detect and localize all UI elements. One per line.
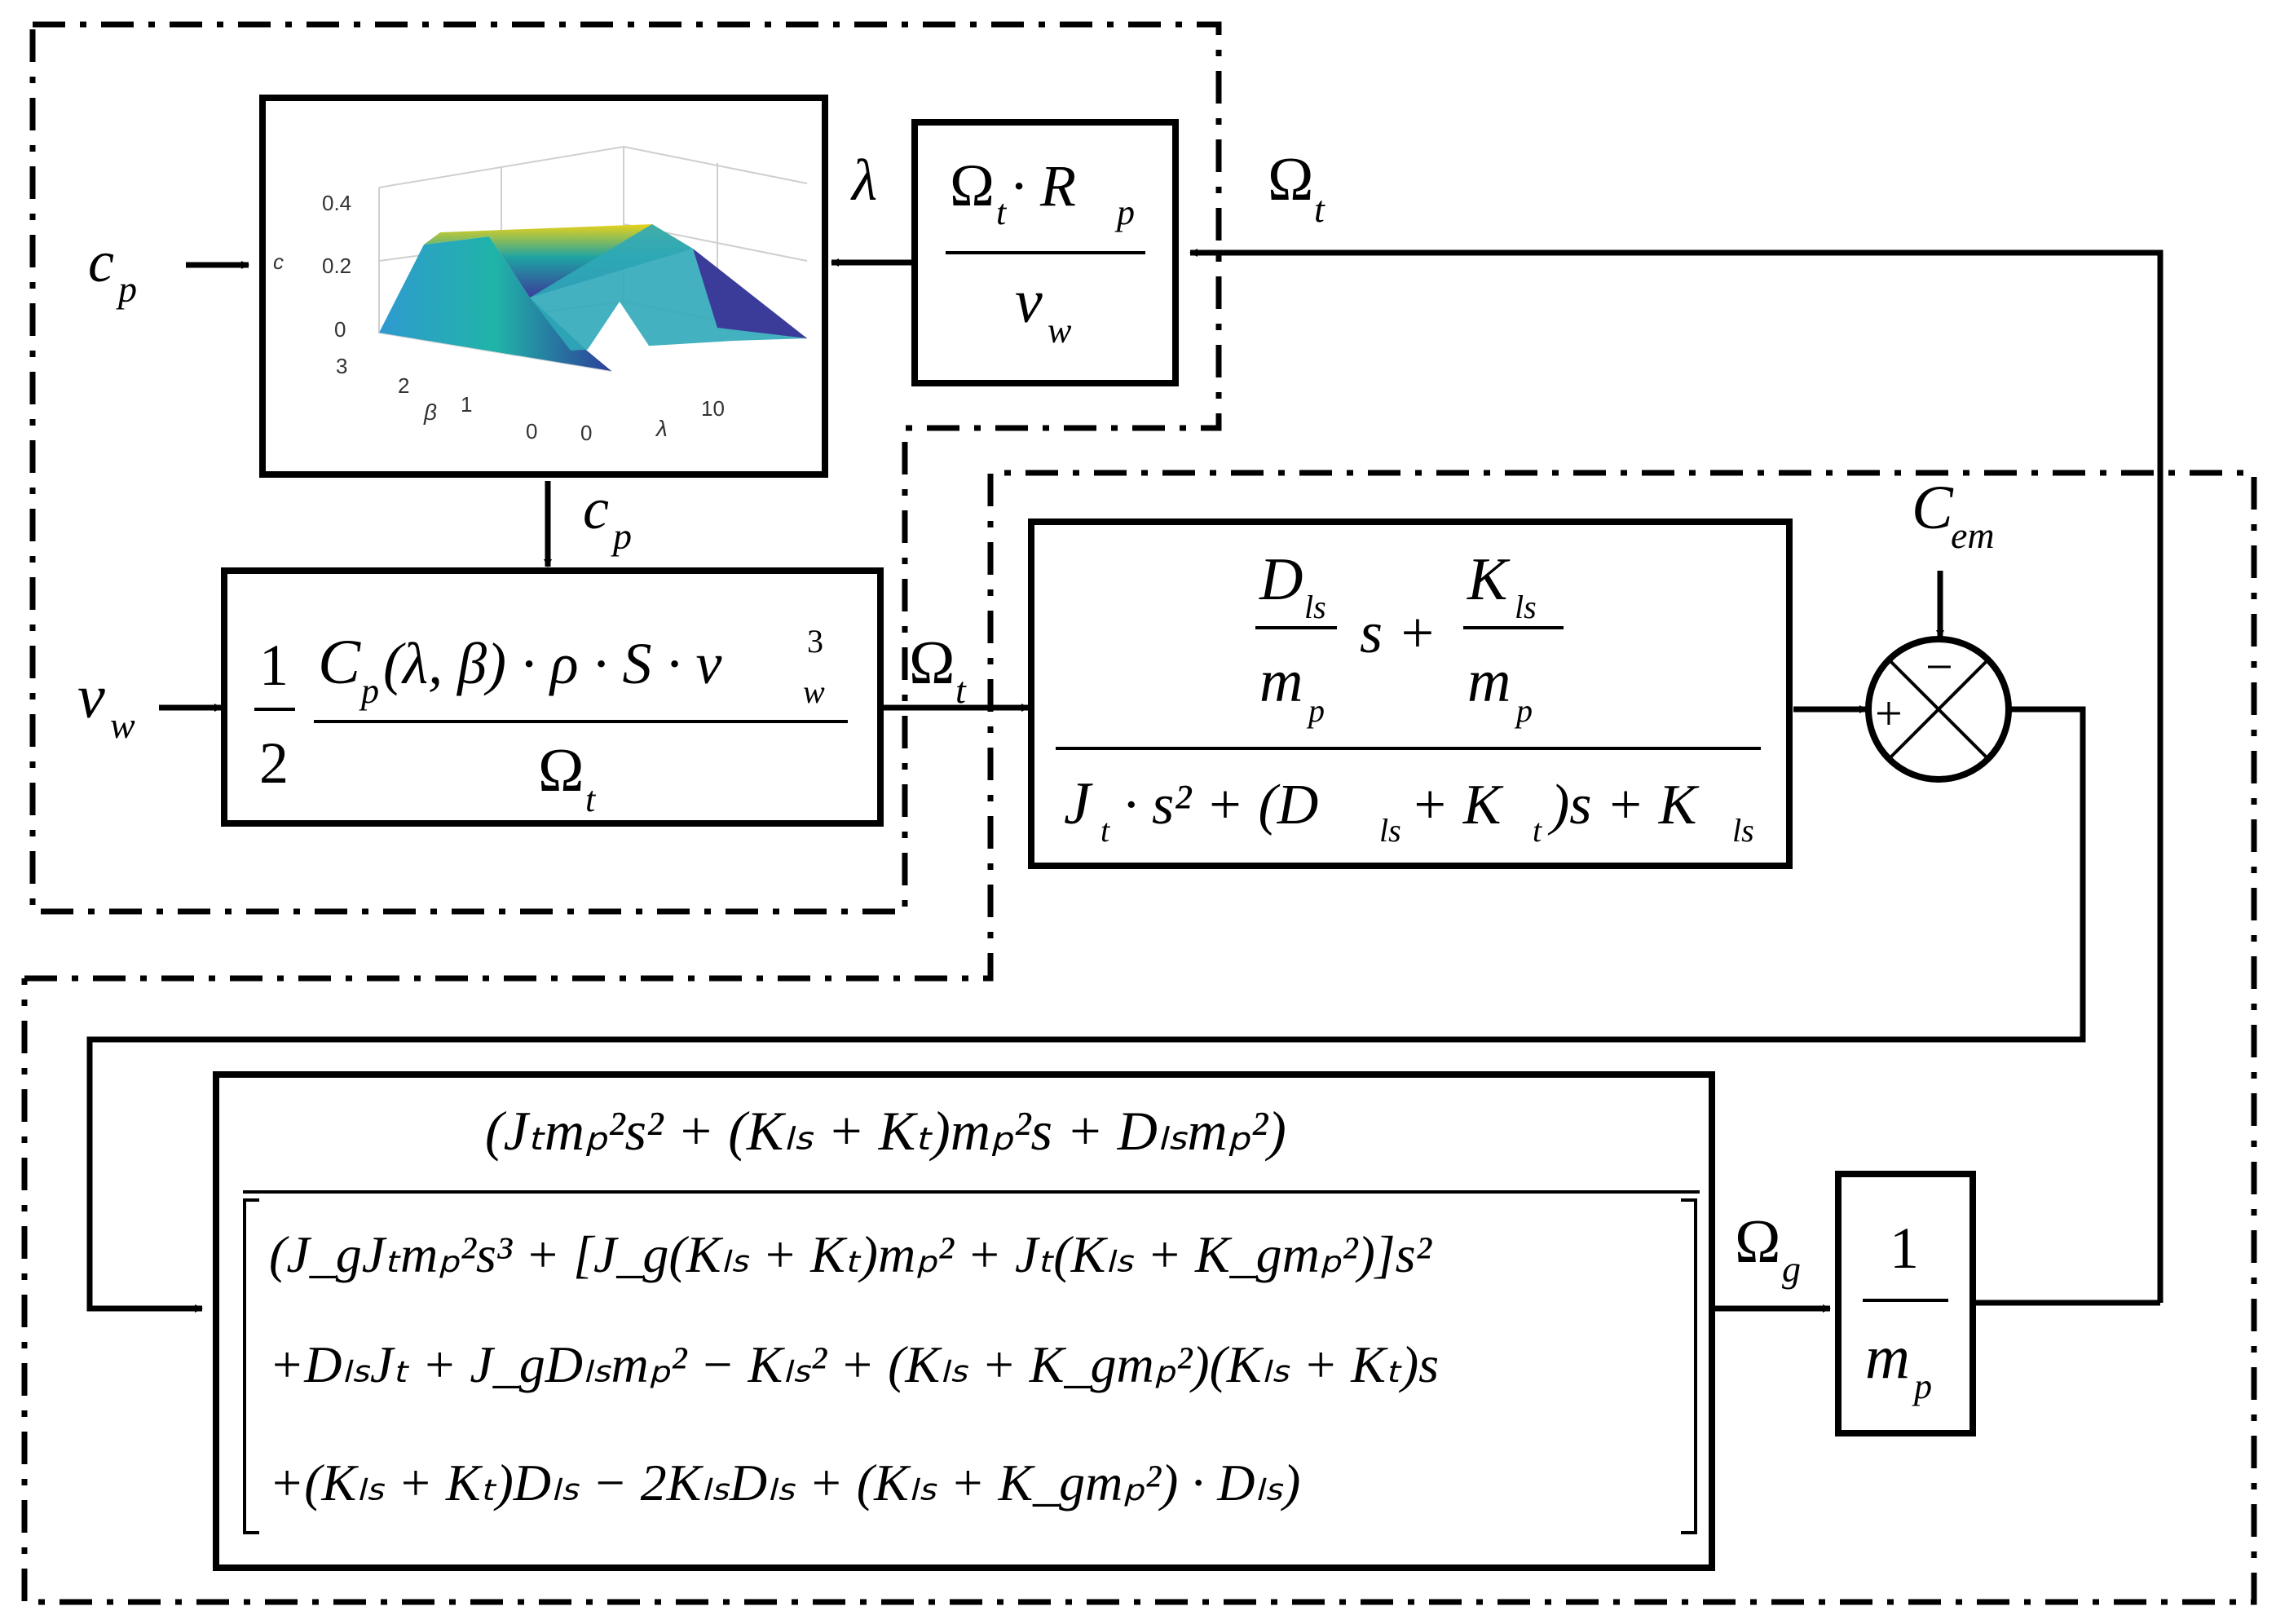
svg-text:s +: s + — [1360, 600, 1437, 665]
svg-text:p: p — [1114, 192, 1135, 232]
svg-text:3: 3 — [336, 354, 347, 378]
svg-text:1: 1 — [259, 633, 289, 698]
cp-output-label: c p — [583, 476, 632, 557]
svg-text:Ω: Ω — [538, 736, 584, 805]
summing-junction: + − — [1865, 636, 2012, 783]
sum-output-wire — [86, 706, 2086, 1313]
svg-text:m: m — [1865, 1323, 1910, 1392]
generator-transfer-block: (Jₜmₚ²s² + (Kₗₛ + Kₜ)mₚ²s + Dₗₛmₚ²) (J_g… — [213, 1071, 1715, 1571]
cp-surface-plot-block: 0.4 0.2 0 c 3 2 1 0 β 0 10 λ — [259, 95, 828, 478]
svg-text:C: C — [318, 626, 361, 697]
svg-text:1: 1 — [461, 392, 472, 417]
drivetrain-group-frame — [21, 470, 2257, 1605]
svg-text:c: c — [88, 229, 114, 294]
svg-text:p: p — [611, 515, 632, 557]
svg-text:0.2: 0.2 — [322, 254, 351, 278]
svg-text:0.4: 0.4 — [322, 191, 351, 215]
svg-text:Ω: Ω — [1735, 1207, 1780, 1276]
svg-text:2: 2 — [259, 730, 289, 796]
svg-text:K: K — [1467, 546, 1511, 613]
svg-text:1: 1 — [1890, 1216, 1919, 1281]
svg-text:w: w — [110, 704, 135, 746]
lambda-block: Ω t · R p v w — [911, 119, 1179, 386]
svg-text:0: 0 — [580, 421, 592, 445]
svg-text:J: J — [1064, 770, 1093, 837]
svg-text:2: 2 — [398, 373, 409, 398]
svg-text:+: + — [1875, 686, 1903, 740]
svg-text:p: p — [116, 268, 137, 310]
svg-text:ls: ls — [1304, 589, 1326, 625]
plot-lambda-axis-ticks: 0 10 λ — [580, 396, 725, 445]
svg-text:3: 3 — [807, 623, 823, 660]
svg-text:v: v — [77, 663, 105, 731]
svg-text:t: t — [1314, 188, 1325, 230]
vw-input-label: v w — [77, 663, 135, 746]
svg-text:p: p — [1514, 692, 1533, 729]
cem-label: C em — [1912, 474, 1995, 556]
plot-beta-axis-ticks: 3 2 1 0 β — [336, 354, 537, 444]
svg-text:Ω: Ω — [950, 152, 995, 219]
svg-text:· R: · R — [1011, 153, 1076, 218]
svg-text:ls: ls — [1379, 812, 1401, 849]
svg-text:λ: λ — [655, 416, 668, 441]
shaft-transfer-block: D ls m p s + K ls m p J t · s² + (D ls +… — [1028, 519, 1793, 869]
svg-text:w: w — [803, 673, 825, 710]
svg-text:ls: ls — [1732, 812, 1754, 849]
svg-text:t: t — [996, 192, 1008, 232]
svg-text:g: g — [1782, 1248, 1801, 1290]
svg-text:em: em — [1951, 514, 1995, 556]
lambda-label: λ — [850, 148, 877, 213]
aero-group-frame — [29, 21, 1222, 915]
gear-ratio-block: 1 m p — [1835, 1171, 1976, 1436]
svg-text:+ K: + K — [1410, 774, 1504, 836]
svg-text:p: p — [1912, 1366, 1932, 1406]
svg-text:c: c — [273, 249, 284, 274]
svg-text:+(Kₗₛ + Kₜ)Dₗₛ − 2KₗₛDₗₛ + (Kₗ: +(Kₗₛ + Kₜ)Dₗₛ − 2KₗₛDₗₛ + (Kₗₛ + K_gmₚ²… — [269, 1454, 1300, 1511]
svg-text:)s + K: )s + K — [1547, 774, 1700, 836]
plot-z-axis-ticks: 0.4 0.2 0 c — [273, 191, 351, 342]
omega-t-top-label: Ω t — [1268, 145, 1325, 230]
omega-t-feedback-wire — [1189, 249, 2164, 1303]
omega-t-mid-label: Ω t — [909, 629, 967, 711]
svg-text:10: 10 — [701, 396, 725, 421]
svg-text:C: C — [1912, 474, 1954, 542]
svg-text:t: t — [955, 669, 967, 711]
svg-text:m: m — [1467, 648, 1511, 715]
svg-text:(Jₜmₚ²s² + (Kₗₛ + Kₜ)mₚ²s + Dₗ: (Jₜmₚ²s² + (Kₗₛ + Kₜ)mₚ²s + Dₗₛmₚ²) — [485, 1100, 1286, 1162]
svg-text:(J_gJₜmₚ²s³ + [J_g(Kₗₛ + Kₜ)mₚ: (J_gJₜmₚ²s³ + [J_g(Kₗₛ + Kₜ)mₚ² + Jₜ(Kₗₛ… — [269, 1225, 1433, 1283]
svg-text:t: t — [585, 779, 597, 819]
svg-text:−: − — [1925, 640, 1953, 694]
svg-text:· s² + (D: · s² + (D — [1123, 774, 1318, 836]
svg-text:0: 0 — [526, 419, 537, 444]
svg-text:p: p — [1306, 692, 1325, 729]
svg-text:Ω: Ω — [909, 629, 955, 697]
svg-text:t: t — [1533, 812, 1542, 849]
svg-text:Ω: Ω — [1268, 145, 1313, 214]
omega-g-label: Ω g — [1735, 1207, 1801, 1290]
cp-surface — [379, 224, 807, 371]
svg-text:t: t — [1101, 812, 1110, 849]
svg-text:(λ, β) · ρ · S · v: (λ, β) · ρ · S · v — [383, 631, 722, 696]
svg-text:+DₗₛJₜ + J_gDₗₛmₚ² − Kₗₛ² + (K: +DₗₛJₜ + J_gDₗₛmₚ² − Kₗₛ² + (Kₗₛ + K_gmₚ… — [269, 1335, 1439, 1393]
svg-text:c: c — [583, 476, 609, 541]
svg-text:0: 0 — [334, 317, 346, 342]
svg-text:m: m — [1259, 648, 1303, 715]
aero-torque-block: 1 2 C p (λ, β) · ρ · S · v w 3 Ω t — [221, 567, 884, 827]
svg-text:β: β — [423, 399, 437, 425]
svg-text:ls: ls — [1515, 589, 1537, 625]
svg-text:w: w — [1048, 311, 1072, 351]
svg-text:p: p — [359, 671, 379, 711]
cp-input-label: c p — [88, 229, 137, 310]
svg-text:v: v — [1015, 267, 1043, 336]
svg-text:D: D — [1259, 546, 1303, 613]
